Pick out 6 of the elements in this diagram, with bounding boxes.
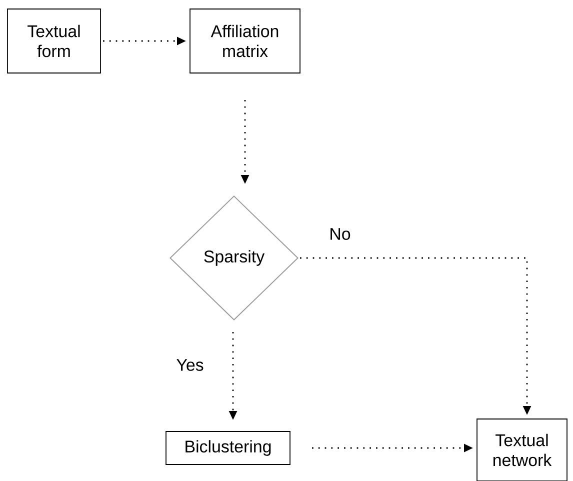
process-box: Biclustering	[166, 431, 290, 465]
process-box: Affiliation matrix	[190, 8, 300, 74]
edge-label: No	[328, 227, 352, 241]
process-box: Textual network	[476, 418, 568, 481]
process-box: Textual form	[7, 8, 101, 74]
edge-label: Yes	[175, 358, 205, 372]
